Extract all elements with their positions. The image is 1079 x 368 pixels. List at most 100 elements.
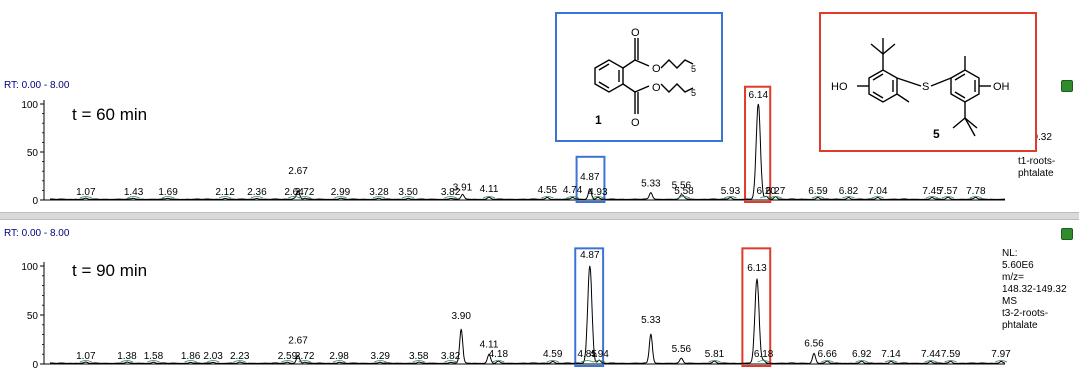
y-tick-label: 0 [32, 196, 38, 206]
atom-label-o: O [631, 117, 640, 129]
status-icon[interactable] [1061, 228, 1073, 240]
peak-label: 4.87 [580, 172, 600, 183]
peak-label: 5.56 [672, 180, 692, 191]
peak-label: 3.58 [409, 351, 429, 362]
peak-label: 3.50 [398, 187, 418, 198]
integration-mark [372, 196, 386, 199]
peak-label: 5.58 [674, 186, 694, 197]
integration-mark [79, 196, 92, 199]
integration-mark [541, 196, 554, 199]
peak-label: 2.99 [331, 187, 351, 198]
time-annotation: t = 90 min [72, 261, 147, 280]
peak-label: 1.58 [144, 351, 164, 362]
integration-mark [871, 196, 884, 199]
time-annotation: t = 60 min [72, 105, 147, 124]
chain-subscript: 5 [691, 88, 696, 98]
integration-mark [724, 196, 737, 199]
peak-label: 1.86 [181, 351, 201, 362]
peak-label: 3.82 [441, 187, 461, 198]
peak-label: 4.18 [489, 349, 509, 360]
compound-5-structure-inset: HO S OH 5 [819, 12, 1037, 152]
integration-mark [334, 196, 347, 199]
peak-label: 1.43 [124, 187, 144, 198]
side-info-line: t1-roots- [1018, 156, 1056, 167]
side-info-line: phtalate [1002, 320, 1038, 331]
peak-label: 4.93 [588, 187, 608, 198]
atom-label-s: S [922, 81, 929, 93]
side-info-line: t3-2-roots- [1002, 308, 1049, 319]
peak-label: 5.81 [705, 349, 725, 360]
peak-label: 5.56 [672, 344, 692, 355]
peak-label: 4.11 [480, 339, 499, 350]
integration-mark [444, 196, 457, 199]
peak-label: 5.33 [641, 315, 661, 326]
peak-highlight-box [744, 85, 772, 203]
atom-label-o: O [652, 63, 661, 75]
integration-mark [120, 360, 134, 363]
peak-label: 2.23 [230, 351, 250, 362]
integration-mark [332, 360, 346, 363]
peak-label: 1.07 [76, 187, 96, 198]
compound-number: 1 [595, 113, 602, 127]
integration-mark [591, 196, 604, 199]
integration-mark [233, 360, 246, 363]
atom-label-oh-right: OH [993, 81, 1010, 93]
peak-label: 2.59 [278, 351, 298, 362]
peak-label: 4.87 [580, 250, 600, 261]
peak-label: 6.82 [839, 186, 859, 197]
peak-label: 6.27 [766, 186, 786, 197]
peak-label: 2.67 [288, 335, 308, 346]
peak-label: 7.45 [922, 186, 942, 197]
integration-mark [944, 360, 957, 363]
integration-mark [925, 196, 939, 199]
peak-label: 6.66 [818, 349, 838, 360]
peak-label: 3.91 [453, 182, 473, 193]
peak-label: 2.36 [247, 187, 267, 198]
peak-highlight-box [575, 155, 606, 204]
peak-label: 4.55 [538, 185, 558, 196]
status-icon[interactable] [1061, 80, 1073, 92]
integration-mark [412, 360, 425, 363]
side-info-line: MS [1002, 296, 1017, 307]
peak-label: 6.92 [852, 349, 872, 360]
peak-label: 5.93 [721, 186, 741, 197]
atom-label-o: O [631, 27, 640, 39]
y-tick-label: 0 [32, 360, 38, 368]
peak-label: 7.97 [991, 349, 1011, 360]
chain-subscript: 5 [691, 64, 696, 74]
peak-label: 2.03 [203, 351, 223, 362]
integration-mark [147, 360, 160, 363]
peak-label: 7.44 [921, 349, 941, 360]
peak-highlight-box [741, 247, 772, 367]
peak-label: 1.07 [76, 351, 96, 362]
peak-label: 4.85 [577, 349, 597, 360]
integration-mark [566, 196, 579, 199]
peak-label: 2.12 [215, 187, 235, 198]
peak-label: 5.33 [641, 178, 661, 189]
y-tick-label: 100 [21, 262, 38, 273]
peak-label: 6.56 [804, 338, 824, 349]
integration-mark [884, 360, 898, 363]
integration-mark [401, 196, 415, 199]
y-tick-label: 50 [27, 148, 39, 159]
integration-mark [677, 196, 691, 199]
integration-mark [444, 360, 457, 363]
peak-label: 2.72 [295, 351, 315, 362]
integration-mark [374, 360, 387, 363]
peak-label: 3.28 [369, 187, 389, 198]
thiobisphenol-structure-drawing: HO S OH 5 [831, 38, 1010, 141]
peak-label: 4.94 [589, 349, 609, 360]
peak-label: 4.11 [480, 184, 499, 195]
compound-number: 5 [933, 127, 940, 141]
integration-mark [298, 196, 311, 199]
integration-mark [969, 196, 982, 199]
peak-label: 3.90 [451, 311, 471, 322]
peak-label: 7.78 [966, 186, 986, 197]
integration-mark [492, 360, 505, 363]
panel-separator [0, 212, 1079, 220]
peak-label: 4.59 [543, 349, 563, 360]
rt-range-label: RT: 0.00 - 8.00 [4, 80, 70, 91]
